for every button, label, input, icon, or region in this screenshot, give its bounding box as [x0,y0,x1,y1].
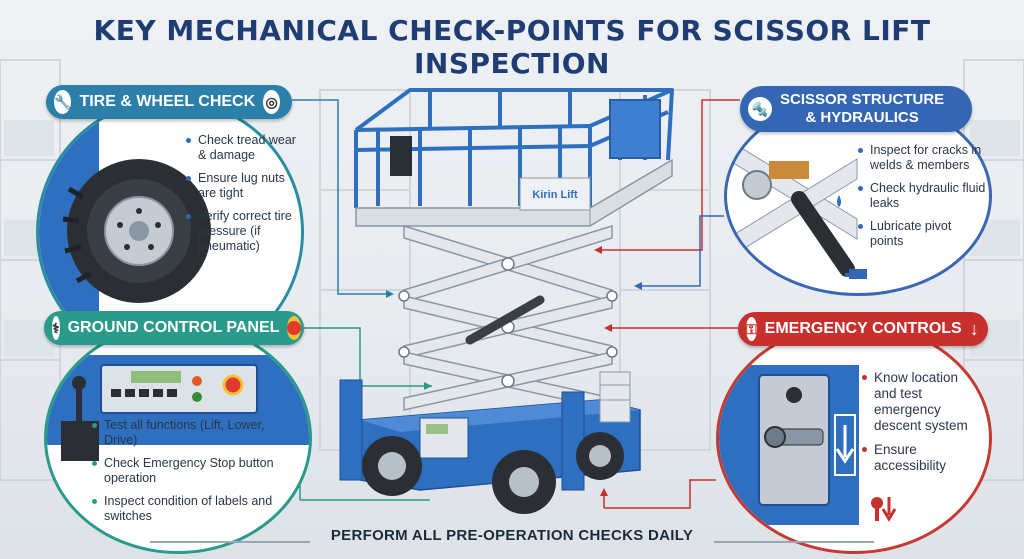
tire-checklist: Check tread wear & damage Ensure lug nut… [186,133,304,262]
emergency-section-label: EMERGENCY CONTROLS [764,320,962,337]
ground-checklist: Test all functions (Lift, Lower, Drive) … [92,418,292,532]
wrench-icon: 🔧 [54,90,72,114]
scissor-checklist: Inspect for cracks in welds & members Ch… [858,143,988,257]
list-item: Check Emergency Stop button operation [92,456,292,486]
ground-panel-illustration [47,355,309,461]
emergency-section-header: ⚿ EMERGENCY CONTROLS ↓ [738,312,988,346]
manual-holder [390,136,412,176]
list-item: Verify correct tire pressure (if pneumat… [186,209,304,254]
ground-section-label: GROUND CONTROL PANEL [67,319,280,336]
ground-callout-circle [44,322,312,554]
ground-connector [304,327,432,387]
emergency-descent-illustration [719,365,897,525]
down-arrow-icon: ↓ [969,318,979,339]
list-item: Inspect for cracks in welds & members [858,143,988,173]
scissor-joint-illustration [727,138,867,279]
footer-divider-right [714,541,874,543]
outrigger-left [339,379,363,481]
scissor-connector-2 [636,215,724,287]
page-title: KEY MECHANICAL CHECK-POINTS FOR SCISSOR … [93,14,931,80]
list-item: Know location and test emergency descent… [862,370,982,434]
lift-wheels [362,432,624,514]
scissor-callout-circle [724,96,992,296]
joystick-icon: ⚕ [52,316,60,340]
key-arrow-mark [871,497,897,522]
scissor-section-label-line2: & HYDRAULICS [805,109,919,126]
scissor-connector-1 [596,99,740,251]
list-item: Check hydraulic fluid leaks [858,181,988,211]
scissor-section-label-line1: SCISSOR STRUCTURE [780,91,945,108]
list-item: Lubricate pivot points [858,219,988,249]
ground-section-header: ⚕ GROUND CONTROL PANEL [44,311,304,345]
footer-divider-left [150,541,310,543]
hydraulic-cylinder [465,295,545,345]
tire-connector [292,99,392,295]
emergency-callout-circle [716,322,992,554]
scissor-section-header: 🔩 SCISSOR STRUCTURE & HYDRAULICS [740,86,972,132]
grease-gun-icon: 🔩 [748,97,772,121]
footer-banner: PERFORM ALL PRE-OPERATION CHECKS DAILY [330,527,694,544]
list-item: Inspect condition of labels and switches [92,494,292,524]
access-ladder [599,371,631,423]
platform-gate [609,99,661,159]
tire-section-label: TIRE & WHEEL CHECK [79,93,256,110]
list-item: Ensure accessibility [862,442,982,474]
emergency-checklist: Know location and test emergency descent… [862,370,982,482]
key-icon: ⚿ [746,317,757,341]
stop-button-icon [287,316,302,340]
tire-gauge-icon: ◎ [263,90,280,114]
list-item: Test all functions (Lift, Lower, Drive) [92,418,292,448]
list-item: Check tread wear & damage [186,133,304,163]
tire-section-header: 🔧 TIRE & WHEEL CHECK ◎ [46,85,292,119]
brand-label: Kirin Lift [532,189,578,201]
list-item: Ensure lug nuts are tight [186,171,304,201]
